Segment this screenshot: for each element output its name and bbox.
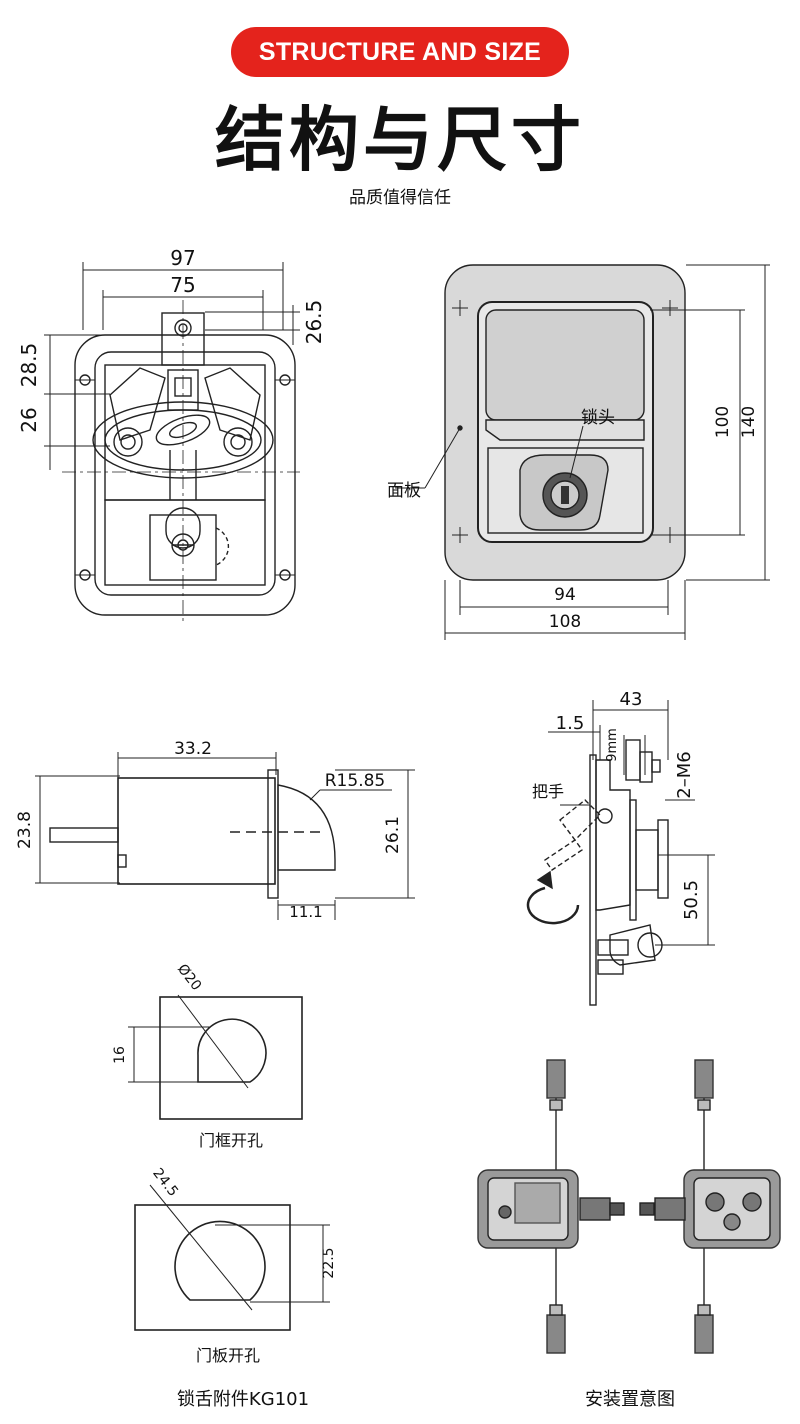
dim-panel-94: 94 <box>554 585 576 605</box>
dim-frame-diameter: Ø20 <box>174 961 204 994</box>
dim-panel-100: 100 <box>713 406 733 438</box>
frame-cutout-drawing <box>128 994 303 1120</box>
dim-side-2-m6: 2–M6 <box>674 751 695 798</box>
page-title: 结构与尺寸 <box>215 99 585 181</box>
dim-latch-33-2: 33.2 <box>174 739 212 759</box>
dim-front-26: 26 <box>17 407 41 432</box>
dim-latch-26-1: 26.1 <box>383 816 403 854</box>
dim-front-97: 97 <box>170 246 195 270</box>
dim-front-28-5: 28.5 <box>17 343 41 388</box>
panel-view-drawing <box>395 264 770 640</box>
dim-panel-108: 108 <box>549 612 581 632</box>
latch-side-drawing <box>35 752 415 920</box>
door-cutout-drawing <box>134 1184 330 1331</box>
page-subtitle: 品质值得信任 <box>349 188 451 208</box>
dim-latch-11-1: 11.1 <box>289 903 322 921</box>
dim-door-22-5: 22.5 <box>321 1247 337 1278</box>
label-panel: 面板 <box>387 481 421 501</box>
caption-install-diagram: 安装置意图 <box>585 1389 675 1410</box>
dim-side-1-5: 1.5 <box>556 713 585 734</box>
label-handle: 把手 <box>532 782 564 801</box>
dim-door-24-5: 24.5 <box>149 1165 181 1199</box>
caption-frame-cutout: 门框开孔 <box>199 1131 263 1150</box>
caption-door-cutout: 门板开孔 <box>196 1346 260 1365</box>
label-lock-head: 锁头 <box>581 408 615 428</box>
dim-latch-radius: R15.85 <box>325 771 385 791</box>
dim-side-43: 43 <box>620 689 643 710</box>
dim-side-9mm: 9mm <box>605 728 620 762</box>
dim-frame-16: 16 <box>112 1046 128 1064</box>
caption-latch-accessory: 锁舌附件KG101 <box>177 1389 309 1410</box>
dim-panel-140: 140 <box>739 406 759 438</box>
dim-latch-23-8: 23.8 <box>15 811 35 849</box>
section-banner: STRUCTURE AND SIZE <box>231 27 569 77</box>
dim-side-50-5: 50.5 <box>681 880 702 920</box>
side-section-drawing <box>526 700 715 1006</box>
dim-front-26-5: 26.5 <box>302 300 326 345</box>
dim-front-75: 75 <box>170 273 195 297</box>
install-diagram <box>477 1059 781 1354</box>
front-view-drawing <box>44 262 300 625</box>
